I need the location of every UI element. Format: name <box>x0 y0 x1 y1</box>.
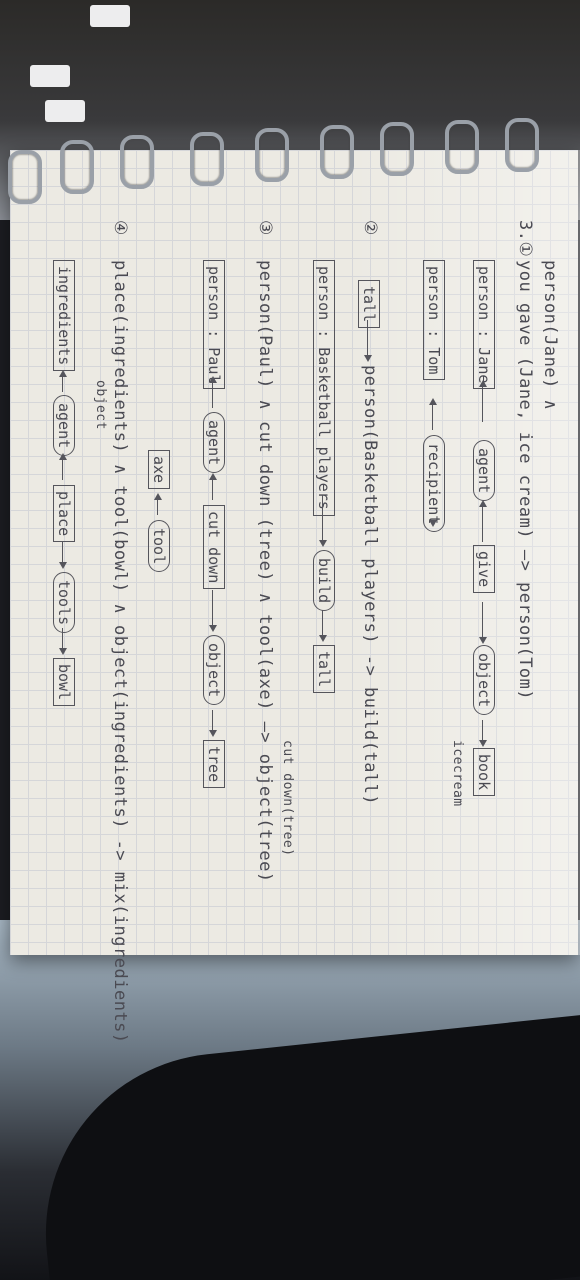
agent-oval-3: agent <box>53 395 75 457</box>
q2-label: ② <box>360 220 380 236</box>
handwritten-notes: person(Jane) ∧ 3.① you gave (Jane, ice c… <box>20 150 580 1044</box>
tree-box: tree <box>203 740 225 789</box>
arrow <box>482 502 483 542</box>
spiral-ring <box>255 128 289 182</box>
bowl-box: bowl <box>53 658 75 707</box>
build-oval: build <box>313 550 335 612</box>
object-oval-2: object <box>203 635 225 706</box>
object-note: object <box>93 380 108 430</box>
recipient-oval: recipient <box>423 435 445 533</box>
arrow <box>482 382 483 422</box>
spiral-ring <box>120 135 154 189</box>
tall-small-box: tall <box>358 280 380 329</box>
agent-oval-2: agent <box>203 412 225 474</box>
arrow <box>212 590 213 630</box>
q3-formula: you gave (Jane, ice cream) —> person(Tom… <box>515 260 535 701</box>
person-basketball-box: person : Basketball players <box>313 260 335 516</box>
arrow <box>367 320 368 360</box>
spiral-ring <box>505 118 539 172</box>
q2-formula: person(Basketball players) -> build(tall… <box>360 365 380 806</box>
person-paul-box: person : Paul <box>203 260 225 390</box>
spiral-ring <box>190 132 224 186</box>
cut-down-note: cut down(tree) <box>280 740 295 857</box>
notebook-page <box>10 150 578 955</box>
q4-label: ④ <box>110 220 130 236</box>
keyboard-key <box>45 100 85 122</box>
q3b-label: ③ <box>255 220 275 236</box>
object-oval: object <box>473 645 495 716</box>
arrow <box>212 475 213 500</box>
arrow <box>322 495 323 545</box>
cut-down-box: cut down <box>203 505 225 590</box>
place-box: place <box>53 485 75 543</box>
arrow <box>62 455 63 480</box>
arrow <box>482 602 483 642</box>
arrow <box>62 372 63 392</box>
arrow <box>212 378 213 408</box>
arrow <box>432 400 433 430</box>
page-highlight <box>350 150 580 955</box>
tall-box: tall <box>313 645 335 694</box>
keyboard-key <box>90 5 130 27</box>
keyboard-key <box>30 65 70 87</box>
give-box: give <box>473 545 495 594</box>
q3b-formula: person(Paul) ∧ cut down (tree) ∧ tool(ax… <box>255 260 275 883</box>
arrow <box>62 542 63 567</box>
spiral-ring <box>8 150 42 204</box>
axe-box: axe <box>148 450 170 490</box>
icecream-note: icecream <box>450 740 465 807</box>
arrow <box>62 628 63 653</box>
tools-oval: tools <box>53 572 75 634</box>
spiral-ring <box>445 120 479 174</box>
arrow <box>157 495 158 515</box>
header-person-text: person(Jane) ∧ <box>540 260 560 411</box>
book-box: book <box>473 748 495 797</box>
person-tom-box: person : Tom <box>423 260 445 381</box>
tool-oval: tool <box>148 520 170 573</box>
ingredients-box: ingredients <box>53 260 75 372</box>
agent-oval: agent <box>473 440 495 502</box>
arrow <box>322 610 323 640</box>
spiral-ring <box>380 122 414 176</box>
arrow <box>212 710 213 735</box>
person-jane-box: person : Jane <box>473 260 495 390</box>
q4-formula: place(ingredients) ∧ tool(bowl) ∧ object… <box>110 260 130 1044</box>
arrow <box>482 720 483 745</box>
q3-label: 3.① <box>515 220 535 258</box>
spiral-ring <box>320 125 354 179</box>
spiral-ring <box>60 140 94 194</box>
